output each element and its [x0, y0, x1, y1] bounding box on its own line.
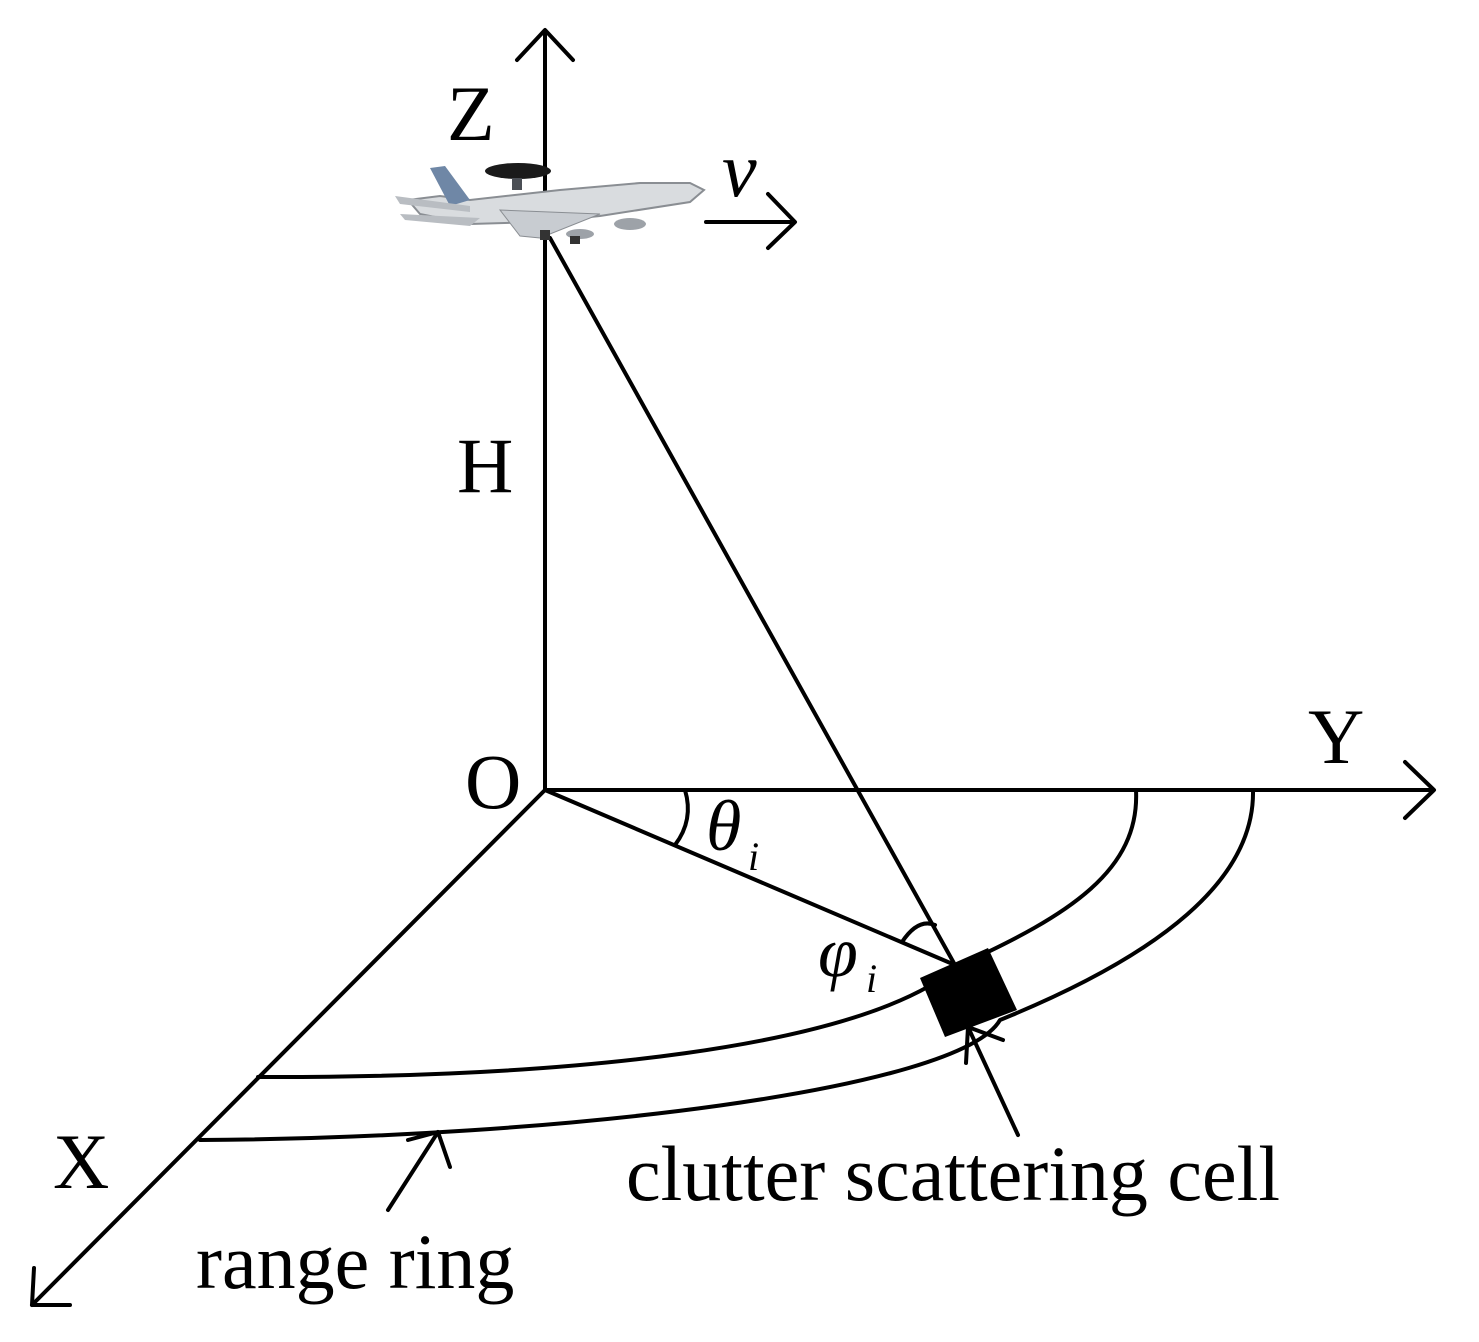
range-ring-label: range ring [196, 1218, 514, 1305]
height-label: H [457, 422, 513, 509]
aircraft-icon [395, 163, 706, 244]
clutter-scattering-cell [920, 948, 1017, 1037]
velocity-label: v [722, 126, 757, 213]
ground-projection-line [543, 788, 957, 967]
theta-angle-arc [673, 788, 690, 847]
phi-angle-arc [900, 921, 937, 944]
range-ring-pointer-arrow [386, 1130, 452, 1212]
y-axis [543, 760, 1436, 820]
clutter-cell-label: clutter scattering cell [626, 1130, 1280, 1217]
velocity-arrow [704, 192, 797, 250]
y-axis-label: Y [1308, 693, 1364, 780]
slant-range-line [548, 236, 957, 967]
cell-pointer-arrow [964, 1025, 1020, 1137]
z-axis-label: Z [447, 70, 495, 157]
phi-label: φ [818, 912, 858, 992]
x-axis-label: X [53, 1118, 109, 1205]
origin-label: O [465, 738, 521, 825]
theta-label: θ [706, 786, 741, 866]
z-axis [515, 28, 575, 792]
phi-subscript: i [866, 956, 877, 1001]
range-ring-inner [256, 788, 1139, 1080]
x-axis [30, 788, 547, 1307]
theta-subscript: i [748, 834, 759, 879]
